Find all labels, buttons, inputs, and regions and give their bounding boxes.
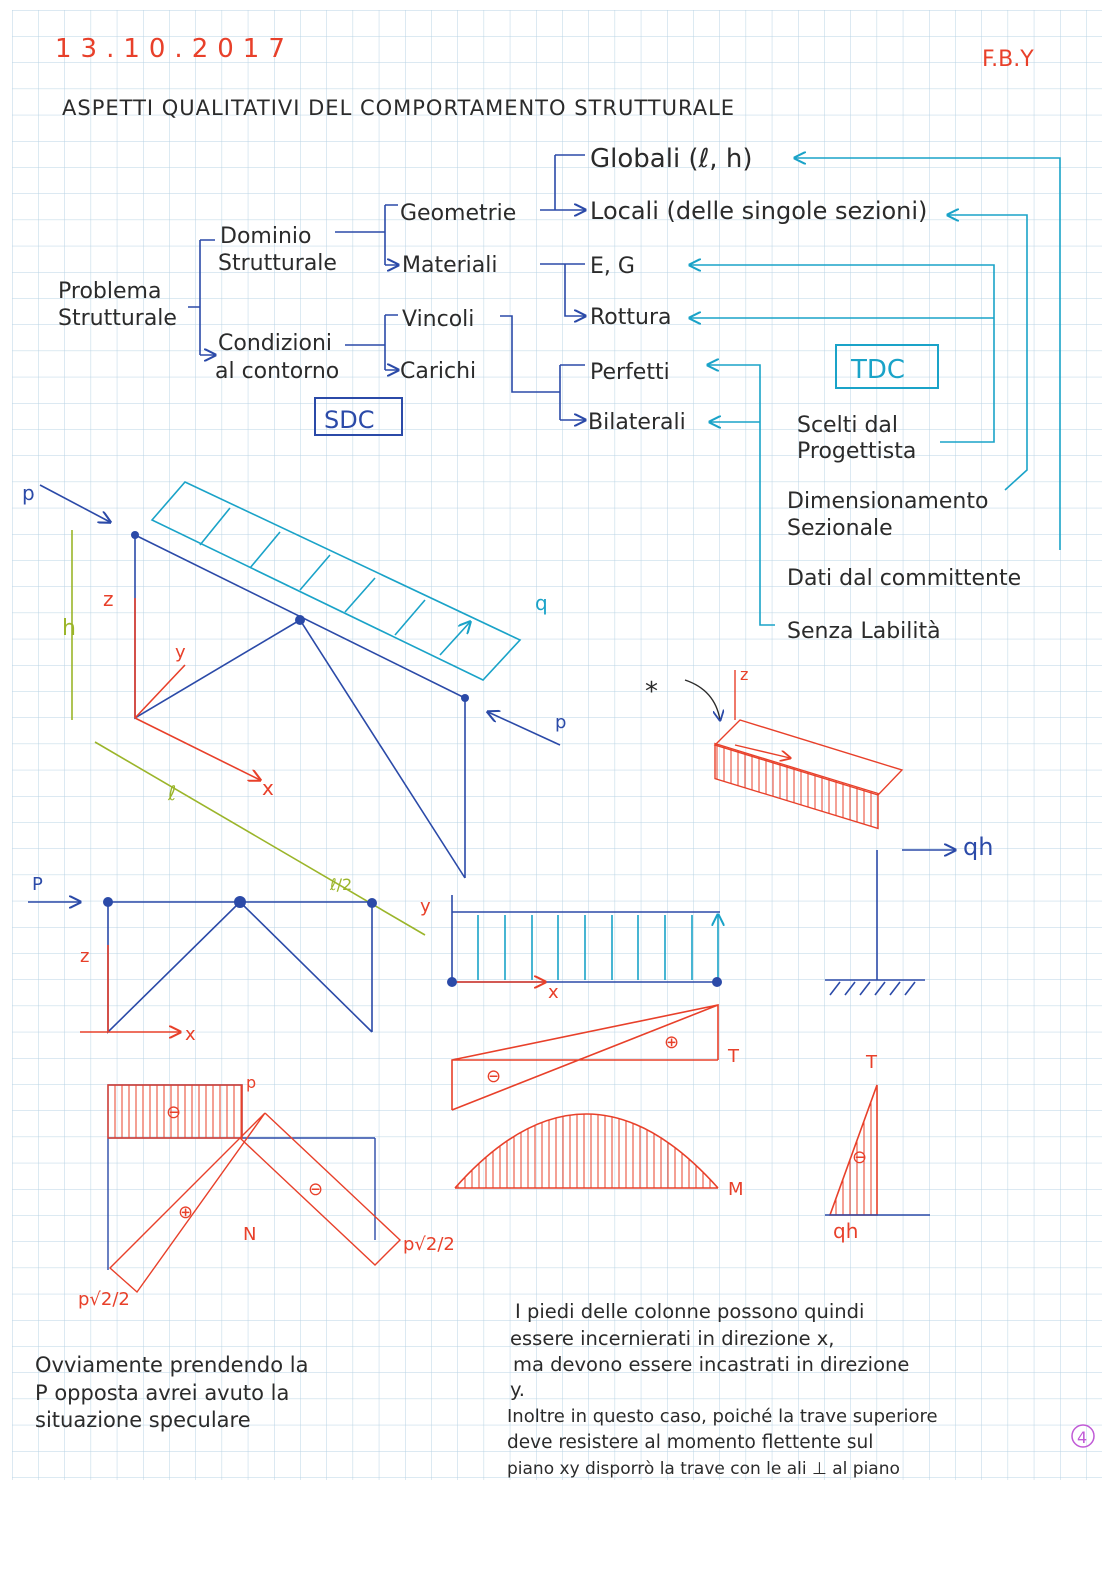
note-right: I piedi delle colonne possono quindi ess… [507,1300,938,1479]
note-right-line: ma devono essere incastrati in direzione [513,1353,909,1376]
frame-3d-diagram [39,481,561,936]
sdc-box [314,397,403,436]
axial-minus-sign-2: ⊖ [308,1179,323,1200]
node-dominio: Dominio [220,224,311,249]
cantilever-shear-label: T [865,1052,878,1073]
axial-diagram-label: N [243,1224,256,1245]
concept-tree: Problema Strutturale Dominio Strutturale… [58,144,1061,644]
load-q-label: q [535,591,548,615]
moment-diagram-label: M [728,1179,744,1200]
note-right-line: Inoltre in questo caso, poiché la trave … [507,1406,938,1427]
node-rottura: Rottura [590,305,671,330]
tree-connectors [188,154,585,420]
axial-psqrt-label: p√2/2 [403,1234,455,1255]
page-title: ASPETTI QUALITATIVI DEL COMPORTAMENTO ST… [62,96,735,120]
node-geometrie: Geometrie [400,201,516,226]
node-eg: E, G [590,254,635,279]
note-left-line: situazione speculare [35,1408,251,1432]
scelti-label-2: Progettista [797,439,916,464]
cantilever-minus-sign: ⊖ [852,1147,867,1168]
axis-z-label: z [103,587,114,611]
note-left-line: P opposta avrei avuto la [35,1381,289,1405]
height-h-label: h [62,616,76,641]
axis-y-label: y [175,642,186,663]
note-right-line: I piedi delle colonne possono quindi [515,1300,864,1323]
beam-x-label: x [548,982,559,1003]
page-marker-circle [1071,1424,1095,1448]
frame-x-label: x [185,1024,196,1045]
beam-y-label: y [420,896,431,917]
node-vincoli: Vincoli [402,307,474,332]
note-right-line: piano xy disporrò la trave con le ali ⊥ … [507,1459,900,1479]
length-l-label: ℓ [167,781,176,805]
load-qh-label: qh [963,833,993,861]
load-p-label-2: p [555,712,566,733]
tdc-connectors [690,158,1061,626]
axial-minus-sign: ⊖ [166,1102,181,1123]
sdc-label: SDC [324,406,374,434]
node-problema-2: Strutturale [58,306,177,331]
node-perfetti: Perfetti [590,360,670,385]
load-p-label: p [22,481,35,505]
length-l2-label: ℓ/2 [329,875,352,894]
shear-plus-sign: ⊕ [664,1032,679,1053]
node-globali: Globali (ℓ, h) [590,144,752,174]
i-beam-sketch [684,670,904,830]
node-locali: Locali (delle singole sezioni) [590,197,927,225]
dati-label: Dati dal committente [787,566,1021,591]
node-condizioni: Condizioni [218,331,332,356]
date: 13.10.2017 [55,34,294,64]
note-right-line: y. [510,1378,525,1401]
node-dominio-2: Strutturale [218,251,337,276]
axial-force-diagram [107,1084,402,1294]
graph-paper-grid [12,10,1102,1480]
frame-load-p-label: P [32,874,43,895]
axial-plus-sign: ⊕ [178,1202,193,1223]
shear-diagram-label: T [727,1046,740,1067]
senza-labilita-label: Senza Labilità [787,619,941,644]
beam-z-label: z [740,665,748,684]
node-condizioni-2: al contorno [215,359,339,384]
dimensionamento-label-2: Sezionale [787,516,893,541]
cantilever-diagram [825,850,955,1216]
dimensionamento-label: Dimensionamento [787,489,988,514]
axial-p-label: p [246,1073,256,1092]
node-carichi: Carichi [400,359,476,384]
asterisk-mark: * [645,677,658,707]
planar-frame-diagram [28,896,377,1032]
node-bilaterali: Bilaterali [588,410,686,435]
axial-psqrt-label-2: p√2/2 [78,1289,130,1310]
scelti-label: Scelti dal [797,413,898,438]
tdc-box [835,344,939,389]
page-marker: 4 [1077,1428,1087,1447]
node-problema: Problema [58,279,161,304]
note-right-line: deve resistere al momento flettente sul [507,1432,873,1453]
note-left-line: Ovviamente prendendo la [35,1353,308,1377]
node-materiali: Materiali [402,253,498,278]
shear-minus-sign: ⊖ [486,1066,501,1087]
axis-x-label: x [262,776,274,800]
note-right-line: essere incernierati in direzione x, [510,1327,835,1350]
reaction-qh-label: qh [833,1219,858,1243]
note-left: Ovviamente prendendo la P opposta avrei … [35,1353,308,1432]
simply-supported-beam [447,895,722,1189]
initials: F.B.Y [982,47,1034,72]
tdc-label: TDC [850,355,905,385]
frame-z-label: z [80,946,89,967]
